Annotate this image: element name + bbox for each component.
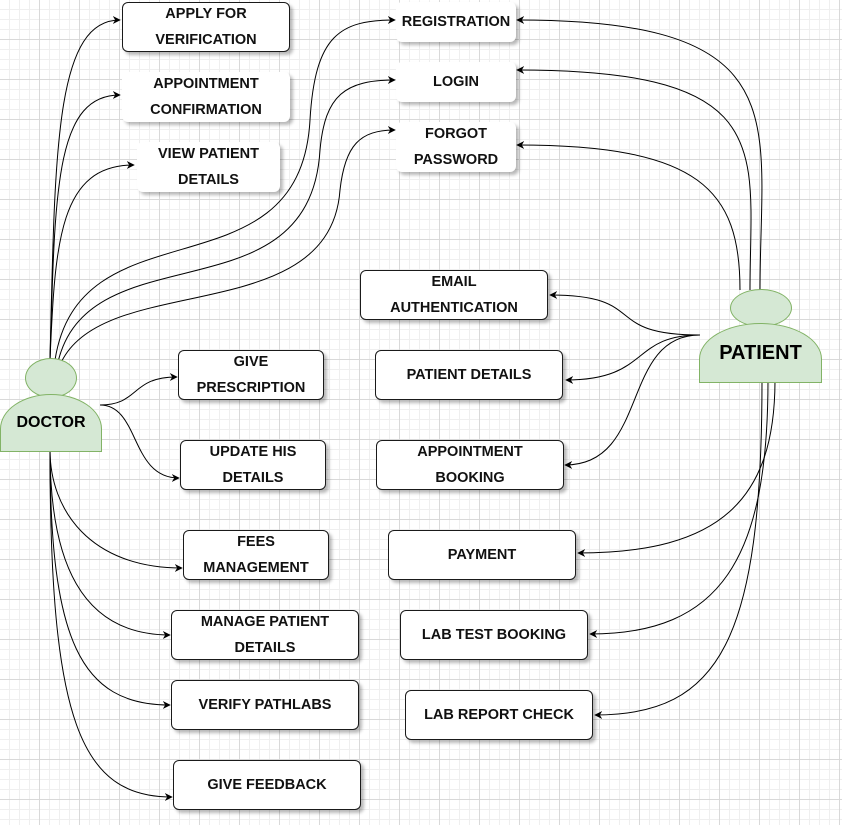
doctor-head-icon: [25, 358, 77, 398]
forgot-password-box[interactable]: FORGOT PASSWORD: [396, 122, 516, 172]
doctor-label: DOCTOR: [0, 394, 102, 452]
edge-patient-lab-test-booking: [589, 379, 769, 638]
edge-patient-email-authentication: [549, 291, 701, 336]
edge-patient-login: [516, 66, 752, 291]
edge-doctor-give-prescription: [99, 373, 178, 406]
edge-patient-payment: [577, 379, 776, 557]
lab-test-booking-box[interactable]: LAB TEST BOOKING: [400, 610, 588, 660]
patient-label: PATIENT: [699, 323, 822, 383]
edge-doctor-login: [57, 76, 396, 363]
update-details-box[interactable]: UPDATE HIS DETAILS: [180, 440, 326, 490]
edge-doctor-view-patient-details: [49, 161, 135, 361]
edge-patient-forgot-password: [516, 141, 741, 291]
edge-doctor-apply-verification: [49, 16, 121, 361]
edge-patient-patient-details: [565, 334, 701, 384]
fees-management-box[interactable]: FEES MANAGEMENT: [183, 530, 329, 580]
registration-box[interactable]: REGISTRATION: [396, 2, 516, 42]
patient-details-box[interactable]: PATIENT DETAILS: [375, 350, 563, 400]
edge-doctor-fees-management: [49, 449, 183, 572]
edge-doctor-update-details: [99, 404, 180, 482]
edge-doctor-registration: [54, 16, 396, 361]
appointment-confirmation-box[interactable]: APPOINTMENT CONFIRMATION: [122, 72, 290, 122]
view-patient-details-box[interactable]: VIEW PATIENT DETAILS: [137, 142, 280, 192]
give-prescription-box[interactable]: GIVE PRESCRIPTION: [178, 350, 324, 400]
edge-doctor-appointment-confirmation: [49, 91, 121, 361]
apply-verification-box[interactable]: APPLY FOR VERIFICATION: [122, 2, 290, 52]
manage-patient-details-box[interactable]: MANAGE PATIENT DETAILS: [171, 610, 359, 660]
give-feedback-box[interactable]: GIVE FEEDBACK: [173, 760, 361, 810]
lab-report-check-box[interactable]: LAB REPORT CHECK: [405, 690, 593, 740]
verify-pathlabs-box[interactable]: VERIFY PATHLABS: [171, 680, 359, 730]
edge-doctor-verify-pathlabs: [49, 449, 171, 709]
edge-patient-registration: [516, 16, 763, 291]
edge-patient-lab-report-check: [594, 379, 763, 719]
edge-patient-appointment-booking: [564, 334, 701, 469]
patient-actor[interactable]: PATIENT: [699, 289, 822, 383]
appointment-booking-box[interactable]: APPOINTMENT BOOKING: [376, 440, 564, 490]
edge-doctor-forgot-password: [59, 126, 396, 366]
edge-doctor-manage-patient-details: [49, 449, 171, 639]
email-authentication-box[interactable]: EMAIL AUTHENTICATION: [360, 270, 548, 320]
payment-box[interactable]: PAYMENT: [388, 530, 576, 580]
patient-head-icon: [730, 289, 792, 327]
edge-doctor-give-feedback: [49, 449, 173, 801]
doctor-actor[interactable]: DOCTOR: [0, 358, 102, 452]
login-box[interactable]: LOGIN: [396, 62, 516, 102]
